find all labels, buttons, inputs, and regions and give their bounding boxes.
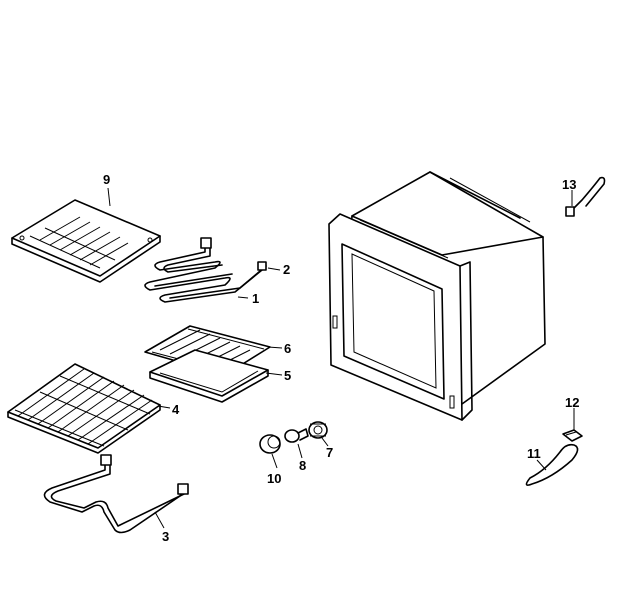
leader-11 bbox=[536, 459, 547, 471]
part-4-oven-rack bbox=[7, 363, 161, 454]
leader-7 bbox=[321, 437, 329, 447]
callout-4: 4 bbox=[172, 402, 180, 417]
leader-6 bbox=[267, 346, 283, 349]
oven-cavity bbox=[328, 171, 546, 421]
part-7-socket bbox=[308, 421, 328, 439]
callout-3: 3 bbox=[162, 529, 169, 544]
part-5-broiler-pan bbox=[149, 349, 269, 403]
leader-2 bbox=[267, 267, 281, 271]
leader-5 bbox=[265, 372, 283, 376]
leader-1 bbox=[237, 296, 249, 299]
part-9-broiler-shield bbox=[11, 199, 161, 283]
callout-1: 1 bbox=[252, 291, 259, 306]
callout-6: 6 bbox=[284, 341, 291, 356]
callout-13: 13 bbox=[562, 177, 576, 192]
leader-9 bbox=[107, 187, 111, 207]
callout-5: 5 bbox=[284, 368, 291, 383]
part-12-clip bbox=[562, 429, 583, 442]
leader-3 bbox=[154, 511, 165, 529]
part-13-sensor bbox=[565, 176, 606, 217]
leader-8 bbox=[297, 443, 303, 459]
callout-12: 12 bbox=[565, 395, 579, 410]
callout-9: 9 bbox=[103, 172, 110, 187]
part-3-bake-element bbox=[43, 454, 189, 534]
part-10-knob bbox=[259, 434, 281, 454]
callout-2: 2 bbox=[283, 262, 290, 277]
callout-11: 11 bbox=[527, 446, 541, 461]
callout-7: 7 bbox=[326, 445, 333, 460]
part-1-heating-element bbox=[144, 237, 267, 303]
leader-4 bbox=[157, 405, 171, 409]
part-8-bulb bbox=[284, 428, 309, 443]
callout-10: 10 bbox=[267, 471, 281, 486]
callout-8: 8 bbox=[299, 458, 306, 473]
part-11-trim bbox=[525, 443, 579, 486]
leader-10 bbox=[271, 453, 278, 469]
